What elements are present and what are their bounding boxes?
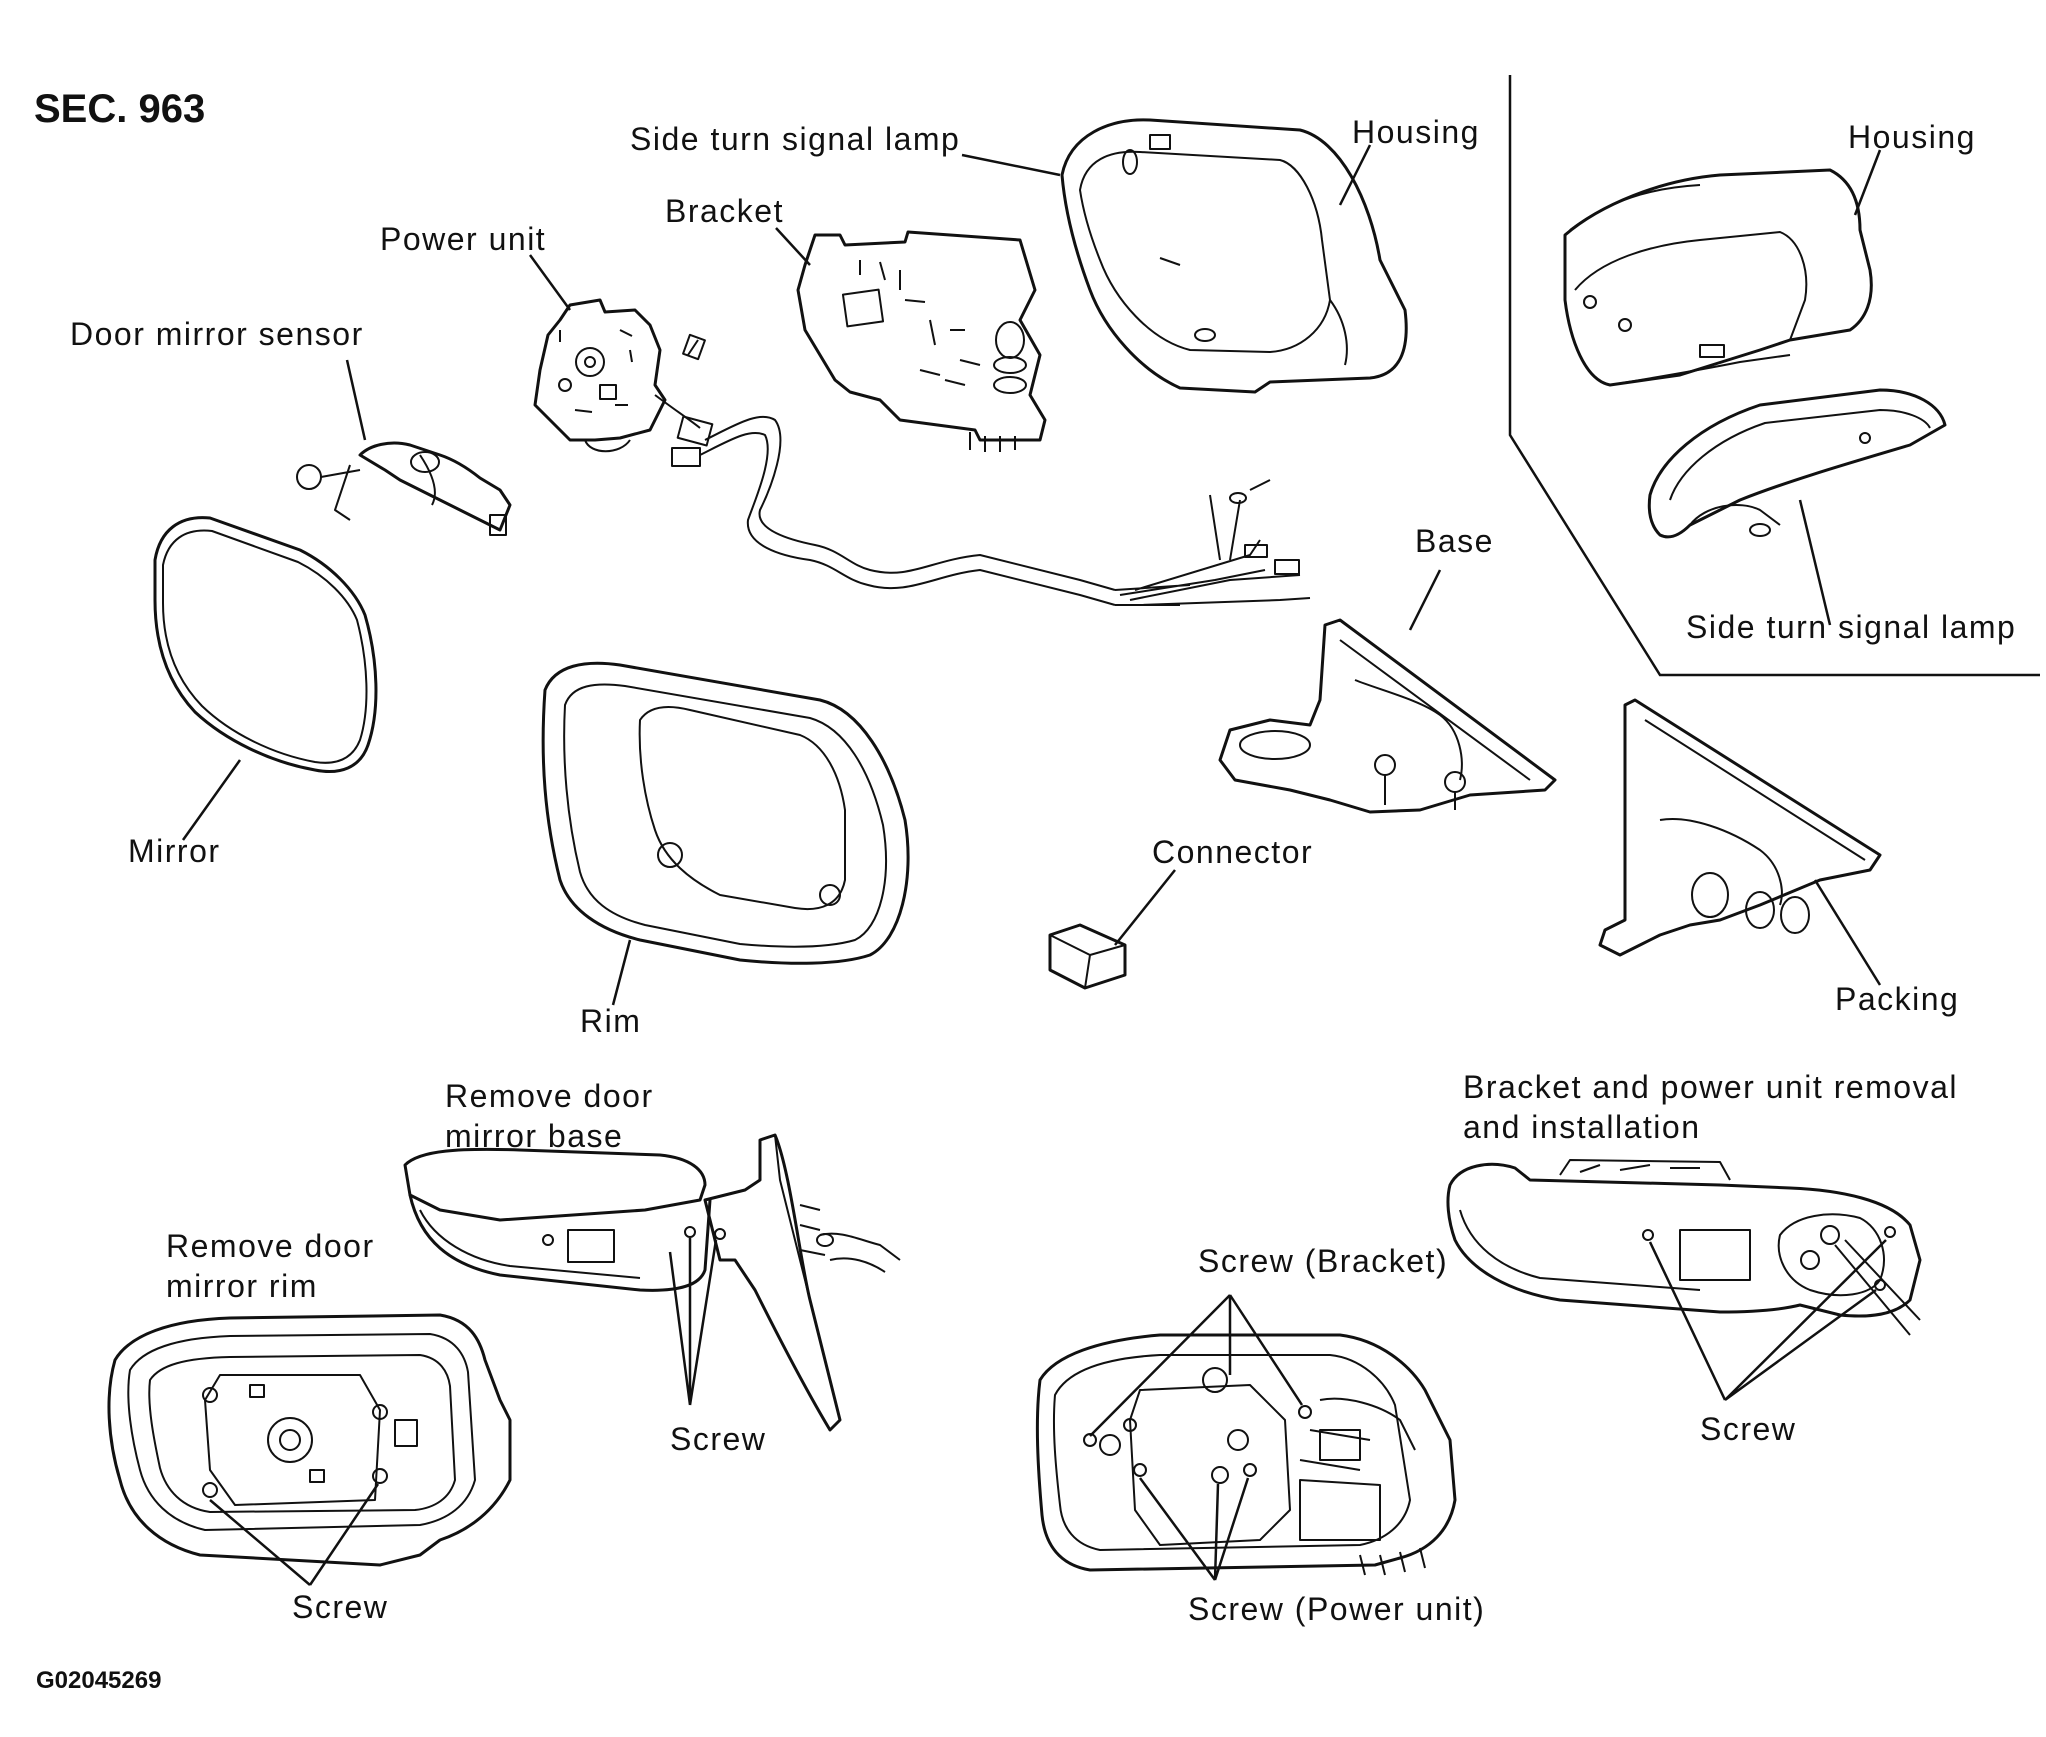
inset-divider: [1508, 75, 2040, 677]
label-remove-base-line2: mirror base: [445, 1118, 623, 1154]
wiring-harness: [699, 415, 1311, 606]
label-bracket: Bracket: [665, 193, 784, 229]
label-door-mirror-sensor: Door mirror sensor: [70, 316, 364, 352]
label-housing: Housing: [1352, 114, 1480, 150]
label-side-turn-signal-lamp-inset: Side turn signal lamp: [1686, 609, 2016, 645]
housing-part: [1060, 118, 1408, 394]
callout-labels: Side turn signal lamp Housing Bracket Po…: [70, 114, 2016, 1627]
rim-part: [541, 661, 910, 965]
label-connector: Connector: [1152, 834, 1313, 870]
label-remove-rim-line1: Remove door: [166, 1228, 375, 1264]
label-base: Base: [1415, 523, 1494, 559]
door-mirror-sensor-part: [296, 441, 512, 536]
section-title: SEC. 963: [34, 87, 205, 131]
bracket-part: [796, 230, 1047, 452]
label-side-turn-signal-lamp: Side turn signal lamp: [630, 121, 960, 157]
inset-side-turn-signal-lamp-part: [1647, 388, 1947, 539]
label-screw-rim: Screw: [292, 1589, 388, 1625]
label-screw-power-unit: Screw (Power unit): [1188, 1591, 1485, 1627]
label-screw-base: Screw: [670, 1421, 766, 1457]
mirror-part: [153, 516, 378, 774]
label-bracket-power-line2: and installation: [1463, 1109, 1700, 1145]
mirror-base-assembly: [403, 1133, 901, 1432]
connector-part: [1048, 923, 1127, 990]
packing-part: [1598, 698, 1882, 957]
label-mirror: Mirror: [128, 833, 221, 869]
base-part: [1218, 618, 1557, 814]
power-unit-removal-assembly: [1446, 1159, 1922, 1336]
mirror-rim-assembly: [107, 1313, 512, 1567]
label-bracket-power-line1: Bracket and power unit removal: [1463, 1069, 1958, 1105]
figure-code: G02045269: [36, 1667, 161, 1694]
label-remove-base-line1: Remove door: [445, 1078, 654, 1114]
label-power-unit: Power unit: [380, 221, 546, 257]
label-rim: Rim: [580, 1003, 641, 1039]
label-remove-rim-line2: mirror rim: [166, 1268, 318, 1304]
label-screw-bracket: Screw (Bracket): [1198, 1243, 1448, 1279]
label-screw-removal: Screw: [1700, 1411, 1796, 1447]
bracket-screw-assembly: [1035, 1333, 1457, 1576]
label-housing-inset: Housing: [1848, 119, 1976, 155]
inset-housing-part: [1563, 168, 1873, 387]
leader-lines: [181, 144, 1887, 1586]
power-unit-part: [533, 298, 714, 467]
label-packing: Packing: [1835, 981, 1959, 1017]
